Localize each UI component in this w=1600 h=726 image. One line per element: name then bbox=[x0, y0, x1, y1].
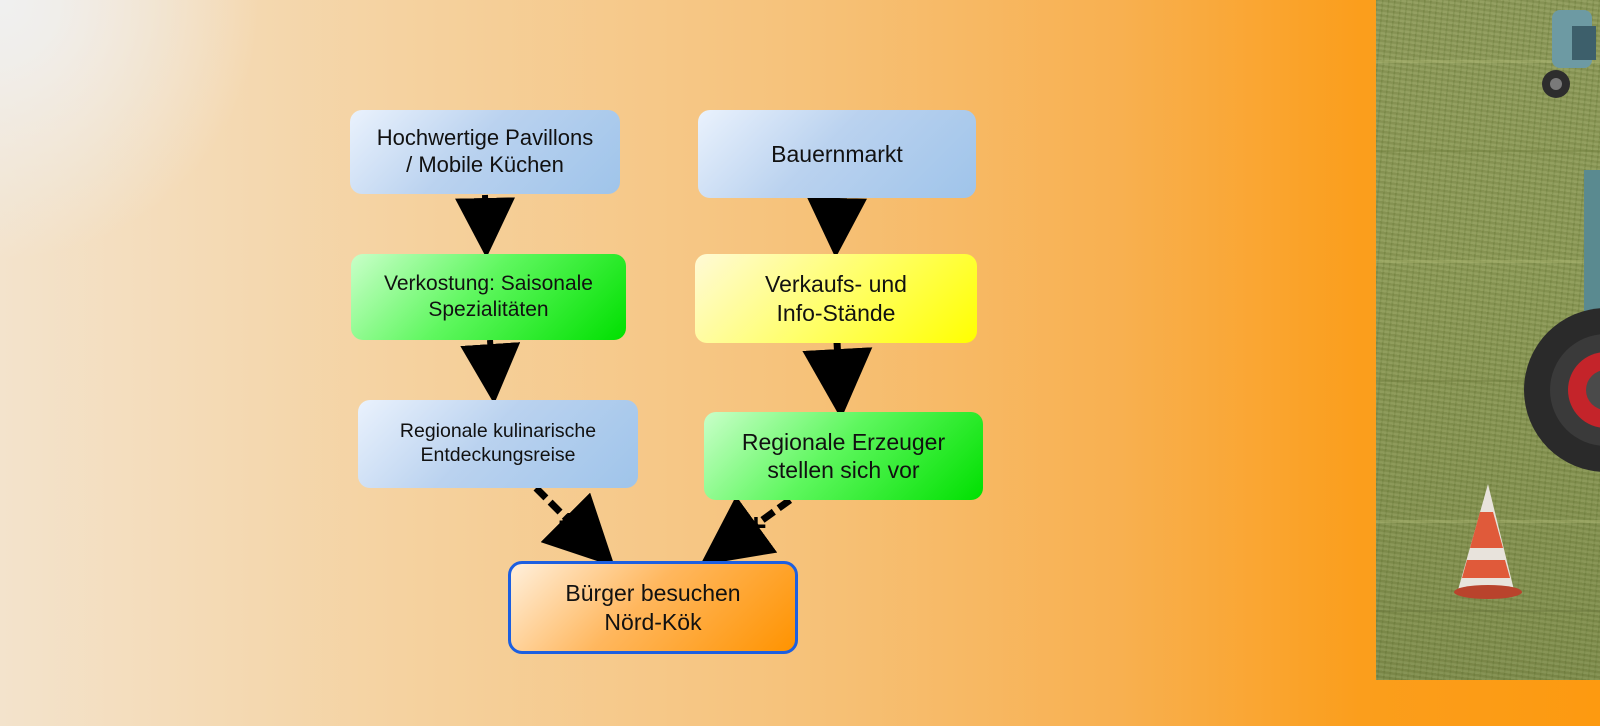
node-label: Bürger besuchen Nörd-Kök bbox=[565, 580, 741, 635]
edge-staende-erzeuger: + bbox=[802, 341, 873, 419]
edge-label: + bbox=[479, 348, 504, 383]
node-buerger[interactable]: Bürger besuchen Nörd-Kök bbox=[508, 561, 798, 654]
edge-verkostung-entdeckungsreise: + bbox=[460, 339, 521, 404]
node-verkostung[interactable]: Verkostung: Saisonale Spezialitäten bbox=[351, 254, 626, 340]
photo-scene bbox=[1376, 10, 1600, 612]
node-label: Hochwertige Pavillons / Mobile Küchen bbox=[376, 125, 594, 177]
edge-label: + bbox=[556, 505, 581, 540]
node-label: Regionale kulinarische Entdeckungsreise bbox=[399, 420, 597, 466]
edge-entdeckungsreise-buerger: + bbox=[533, 485, 615, 567]
background-photo bbox=[1376, 0, 1600, 680]
node-entdeckungsreise[interactable]: Regionale kulinarische Entdeckungsreise bbox=[358, 400, 638, 488]
node-bauernmarkt[interactable]: Bauernmarkt bbox=[698, 110, 976, 198]
traffic-cone-icon bbox=[1454, 484, 1522, 599]
node-staende[interactable]: Verkaufs- und Info-Stände bbox=[695, 254, 977, 343]
edge-label: + bbox=[823, 202, 848, 237]
node-label: Bauernmarkt bbox=[771, 140, 903, 167]
tractor-distant bbox=[1542, 10, 1596, 98]
edge-label: + bbox=[826, 355, 851, 390]
edge-label: + bbox=[473, 202, 498, 237]
node-label: Verkostung: Saisonale Spezialitäten bbox=[384, 272, 593, 321]
edge-pavillons-verkostung: + bbox=[455, 194, 516, 258]
edge-label: + bbox=[743, 509, 768, 544]
tractor-wheel bbox=[1524, 170, 1600, 472]
edge-bauernmarkt-staende: + bbox=[807, 197, 867, 258]
edge-erzeuger-buerger: + bbox=[700, 495, 793, 566]
node-label: Verkaufs- und Info-Stände bbox=[765, 271, 907, 326]
node-pavillons[interactable]: Hochwertige Pavillons / Mobile Küchen bbox=[350, 110, 620, 194]
node-label: Regionale Erzeuger stellen sich vor bbox=[741, 428, 946, 483]
node-erzeuger[interactable]: Regionale Erzeuger stellen sich vor bbox=[704, 412, 983, 500]
